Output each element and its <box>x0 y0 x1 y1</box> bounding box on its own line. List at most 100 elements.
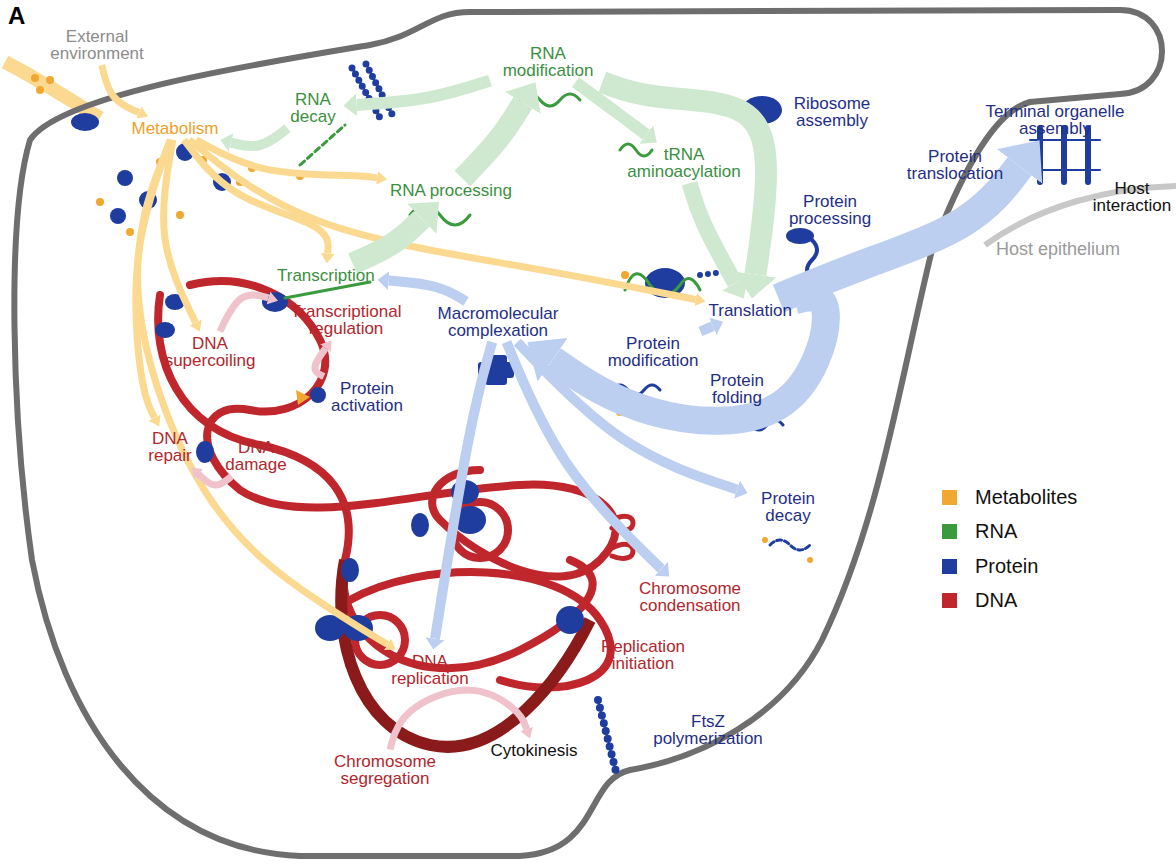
process-arrow <box>507 342 662 569</box>
process-name: Metabolism <box>132 120 219 137</box>
process-name: DNA damage <box>219 439 294 474</box>
process-name: RNA modification <box>493 45 603 80</box>
legend-swatch <box>942 559 957 574</box>
process-arrow <box>553 297 826 421</box>
process-name: Cytokinesis <box>491 742 578 759</box>
process-label: Protein activation <box>320 380 415 415</box>
process-label: Protein decay <box>751 490 826 525</box>
process-name: Replication initiation <box>593 638 693 673</box>
process-name: FtsZ polymerization <box>648 713 768 748</box>
process-name: Chromosome condensation <box>625 580 755 615</box>
process-name: DNA supercoiling <box>158 335 263 370</box>
process-name: Chromosome segregation <box>328 753 443 788</box>
process-arrow <box>357 81 490 105</box>
process-arrow <box>690 183 735 283</box>
process-arrow <box>435 342 492 638</box>
process-name: RNA decay <box>286 91 341 126</box>
chromosome-dark <box>341 560 590 747</box>
process-arrow <box>576 82 647 134</box>
process-name: Protein modification <box>598 335 708 370</box>
process-label: DNA repair <box>143 430 198 465</box>
process-name: DNA repair <box>143 430 198 465</box>
process-arrow <box>220 295 269 332</box>
process-name: Protein decay <box>751 490 826 525</box>
process-label: DNA supercoiling <box>158 335 263 370</box>
legend-row: Protein <box>942 549 1077 584</box>
process-name: Protein processing <box>780 193 880 228</box>
legend-text: Protein <box>975 555 1038 578</box>
process-arrow <box>136 140 171 418</box>
chromosome <box>158 281 633 687</box>
legend-row: Metabolites <box>942 480 1077 515</box>
process-name: Transcriptional regulation <box>281 303 411 338</box>
process-label: Translation <box>709 302 792 319</box>
process-name: DNA replication <box>385 653 475 688</box>
process-arrow <box>389 281 466 302</box>
legend-text: Metabolites <box>975 486 1077 509</box>
process-label: RNA decay <box>286 91 341 126</box>
process-arrow <box>164 140 196 323</box>
region-label: Host epithelium <box>996 239 1120 260</box>
process-label: Chromosome condensation <box>625 580 755 615</box>
legend: MetabolitesRNA ProteinDNA <box>942 480 1077 618</box>
process-arrow <box>231 128 287 146</box>
process-label: RNA modification <box>493 45 603 80</box>
process-label: Host interaction <box>1090 180 1175 215</box>
process-label: RNA processing <box>390 182 512 199</box>
process-label: Terminal organelle assembly <box>965 103 1145 138</box>
process-label: Protein modification <box>598 335 708 370</box>
process-label: DNA damage <box>219 439 294 474</box>
process-label: Protein translocation <box>900 148 1010 183</box>
legend-swatch <box>942 524 957 539</box>
process-arrow <box>353 219 422 264</box>
external-band <box>5 62 100 118</box>
process-arrow <box>189 140 695 300</box>
process-label: External environment <box>45 28 150 63</box>
process-arrow <box>700 326 712 331</box>
process-label: Chromosome segregation <box>328 753 443 788</box>
process-arrow <box>102 65 139 112</box>
process-name: Protein folding <box>700 372 775 407</box>
process-label: Replication initiation <box>593 638 693 673</box>
process-label: Transcriptional regulation <box>281 303 411 338</box>
legend-swatch <box>942 490 957 505</box>
process-label: Ribosome assembly <box>785 95 880 130</box>
process-name: Translation <box>709 302 792 319</box>
metabolite-dots <box>31 74 813 563</box>
process-name: Terminal organelle assembly <box>965 103 1145 138</box>
process-label: Protein folding <box>700 372 775 407</box>
process-name: Ribosome assembly <box>785 95 880 130</box>
legend-row: DNA <box>942 584 1077 619</box>
process-label: DNA replication <box>385 653 475 688</box>
process-arrow <box>196 140 377 178</box>
process-label: Cytokinesis <box>491 742 578 759</box>
legend-text: DNA <box>975 589 1017 612</box>
legend-row: RNA <box>942 515 1077 550</box>
process-label: Metabolism <box>132 120 219 137</box>
process-arrow <box>602 82 766 274</box>
legend-text: RNA <box>975 520 1017 543</box>
process-name: Macromolecular complexation <box>428 305 568 340</box>
legend-swatch <box>942 593 957 608</box>
process-arrow <box>462 103 523 179</box>
process-arrow <box>184 140 328 254</box>
process-name: Transcription <box>277 267 375 284</box>
protein-icons <box>71 96 814 641</box>
cell-membrane <box>14 10 1162 856</box>
process-label: Macromolecular complexation <box>428 305 568 340</box>
process-name: Protein translocation <box>900 148 1010 183</box>
process-arrow <box>779 166 1020 298</box>
process-arrow <box>315 348 326 376</box>
process-name: tRNA aminoacylation <box>617 146 752 181</box>
process-label: Transcription <box>277 267 375 284</box>
filaments <box>352 64 1100 772</box>
process-name: External environment <box>45 28 150 63</box>
process-label: Protein processing <box>780 193 880 228</box>
process-name: Host interaction <box>1090 180 1175 215</box>
process-name: RNA processing <box>390 182 512 199</box>
process-arrow <box>198 474 231 485</box>
process-name: Protein activation <box>320 380 415 415</box>
process-label: FtsZ polymerization <box>648 713 768 748</box>
